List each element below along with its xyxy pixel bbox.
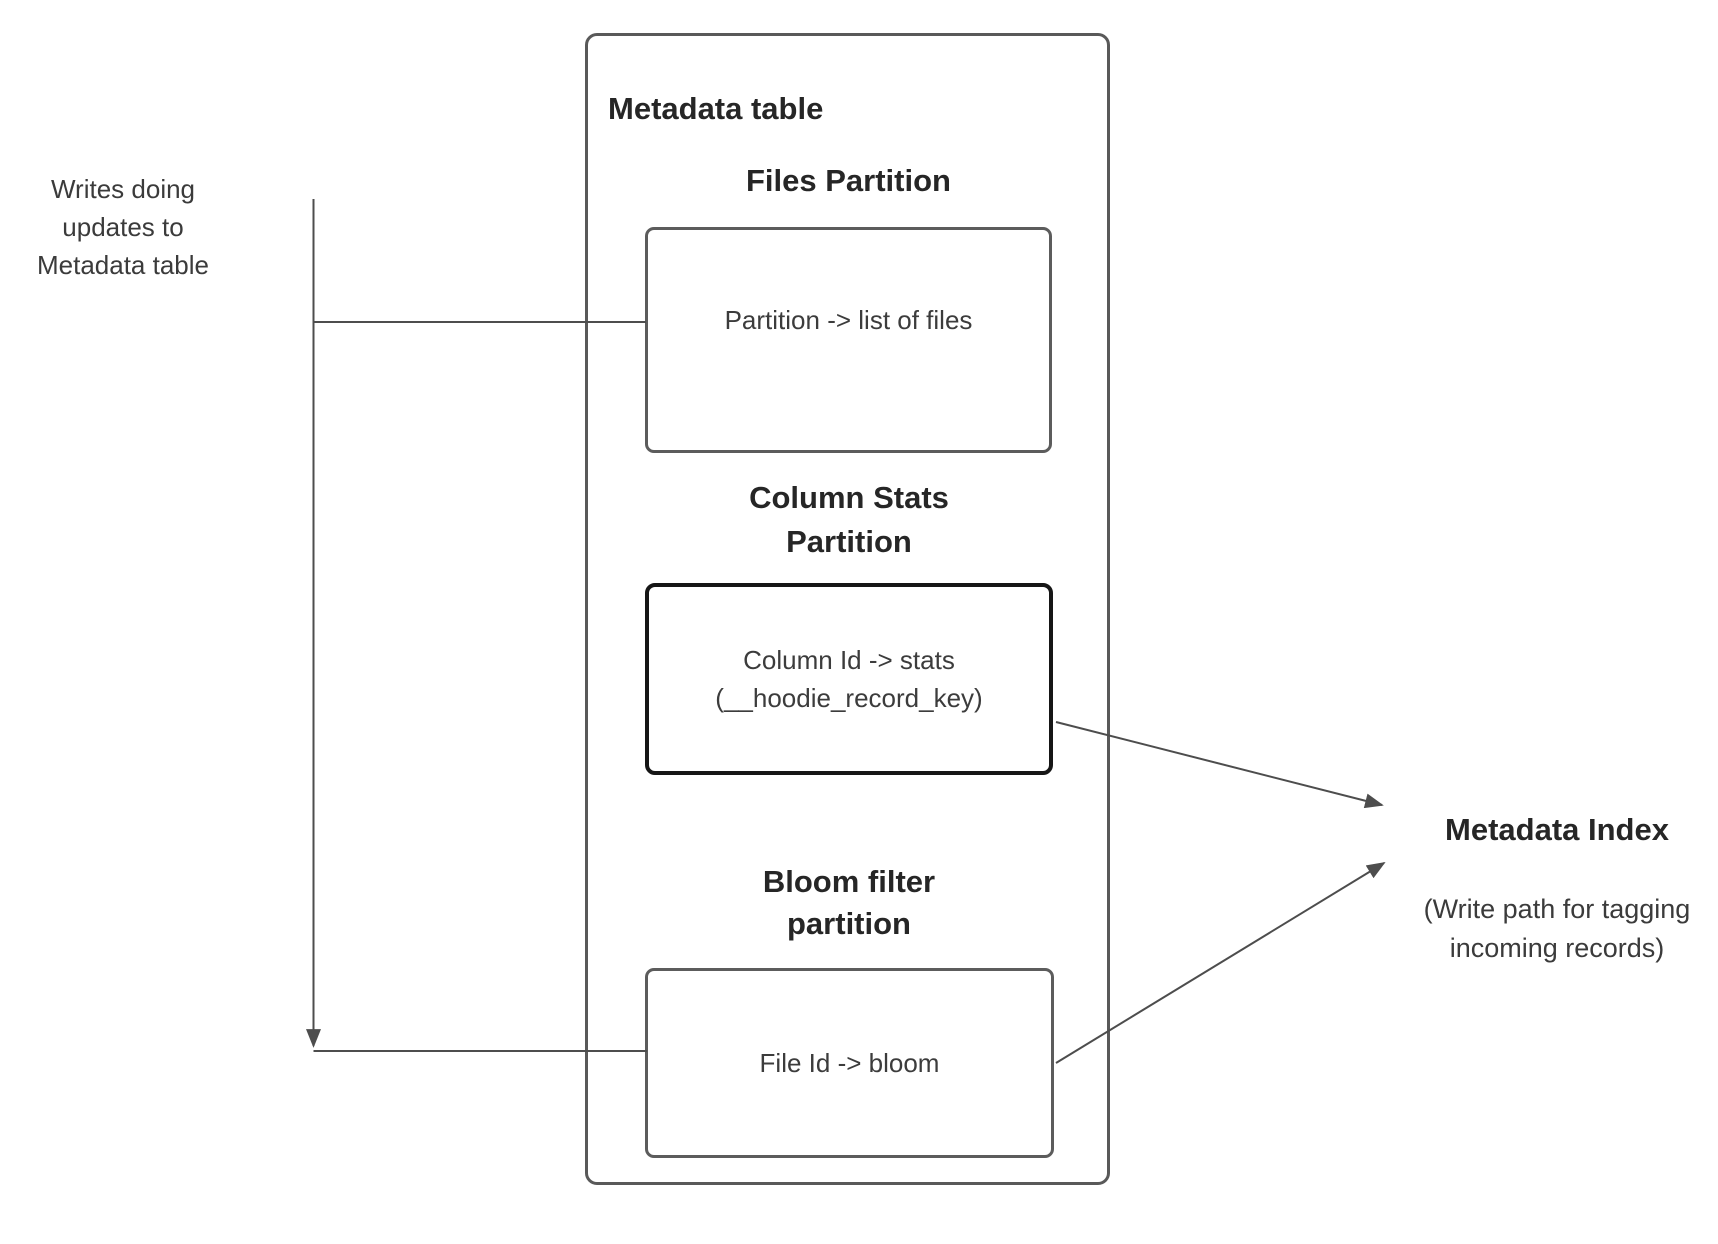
writes-note-label: Writes doing updates to Metadata table [36,174,209,280]
column-stats-partition-heading: Column Stats Partition [749,480,949,559]
files-partition-heading: Files Partition [746,163,951,198]
bloom-filter-partition-box: File Id -> bloom [645,968,1054,1158]
files-partition-mapping: Partition -> list of files [724,305,973,335]
column-stats-mapping-detail: (__hoodie_record_key) [715,683,983,713]
files-partition-box: Partition -> list of files [645,227,1052,453]
metadata-index-subtitle: (Write path for tagging incoming records… [1423,894,1691,963]
metadata-table-box [585,33,1110,1185]
column-stats-mapping: Column Id -> stats [743,645,955,675]
metadata-index-title: Metadata Index [1445,812,1669,847]
metadata-index-block: Metadata Index (Write path for tagging i… [1402,808,1712,968]
bloom-filter-partition-heading: Bloom filter partition [762,864,936,941]
bloom-filter-mapping: File Id -> bloom [759,1048,940,1078]
metadata-table-title: Metadata table [608,91,824,126]
column-stats-partition-box: Column Id -> stats (__hoodie_record_key) [645,583,1053,775]
